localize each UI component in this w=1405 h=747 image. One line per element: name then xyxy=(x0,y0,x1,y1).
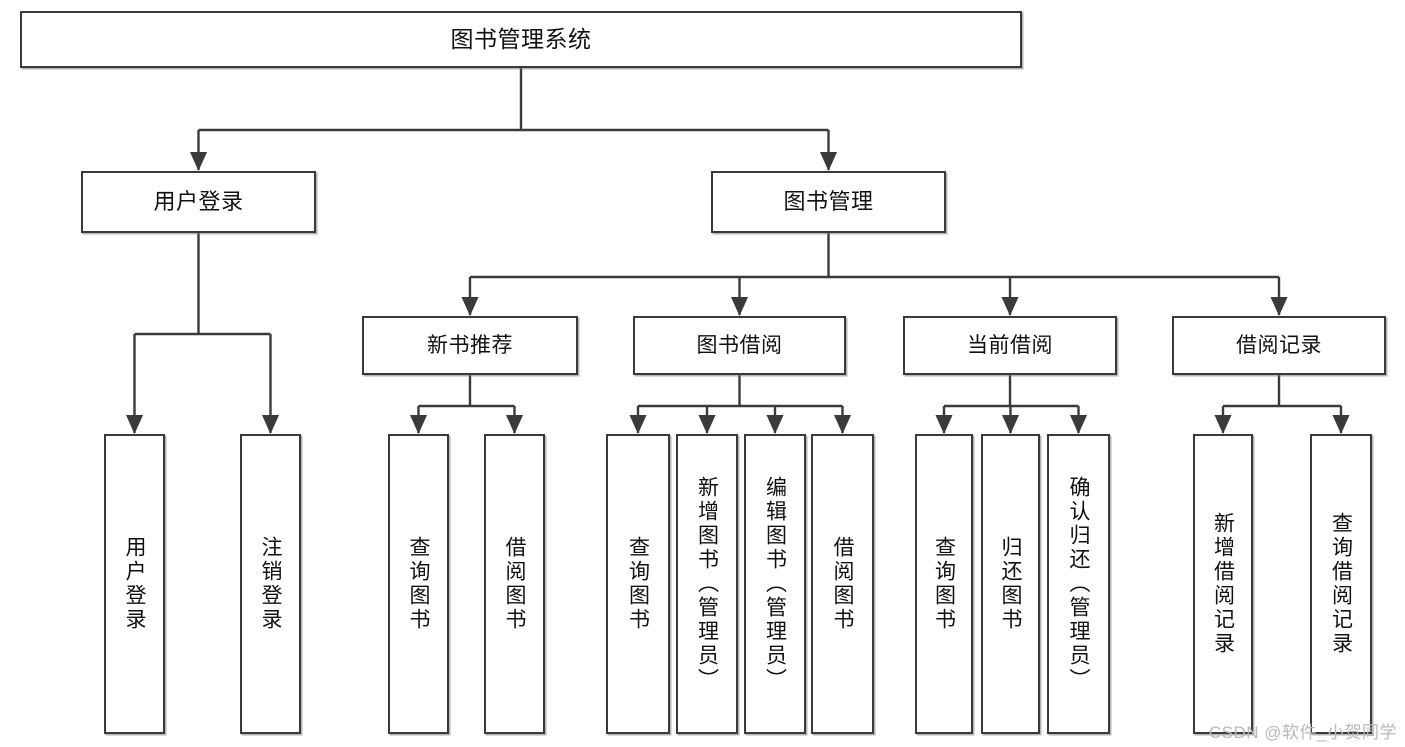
node-new-book-rec[interactable]: 新书推荐 xyxy=(362,316,578,375)
node-leaf-borrow-book-1[interactable]: 借阅图书 xyxy=(484,434,545,734)
node-label: 新增图书（管理员） xyxy=(695,476,719,692)
node-label: 确认归还（管理员） xyxy=(1067,476,1090,692)
node-label: 用户登录 xyxy=(123,536,146,632)
node-label: 查询图书 xyxy=(626,536,650,632)
node-leaf-borrow-book-2[interactable]: 借阅图书 xyxy=(811,434,874,734)
node-current-borrow[interactable]: 当前借阅 xyxy=(903,316,1117,375)
node-leaf-user-logout[interactable]: 注销登录 xyxy=(240,434,301,734)
node-label: 当前借阅 xyxy=(967,333,1053,357)
node-leaf-add-book[interactable]: 新增图书（管理员） xyxy=(676,434,738,734)
node-label: 借阅图书 xyxy=(831,536,854,632)
node-borrow-record[interactable]: 借阅记录 xyxy=(1172,316,1386,375)
node-leaf-user-login[interactable]: 用户登录 xyxy=(104,434,165,734)
node-book-manage[interactable]: 图书管理 xyxy=(711,171,946,233)
node-user-login[interactable]: 用户登录 xyxy=(81,171,316,233)
watermark: CSDN @软件_小贺同学 xyxy=(1208,723,1397,742)
node-leaf-query-book-2[interactable]: 查询图书 xyxy=(606,434,670,734)
node-label: 编辑图书（管理员） xyxy=(763,476,787,692)
node-leaf-query-book-1[interactable]: 查询图书 xyxy=(388,434,449,734)
node-label: 查询图书 xyxy=(407,536,430,632)
node-label: 用户登录 xyxy=(153,188,244,214)
node-label: 图书管理 xyxy=(783,188,874,214)
node-label: 查询借阅记录 xyxy=(1329,512,1353,656)
edge-paths xyxy=(125,68,1350,434)
node-label: 新增借阅记录 xyxy=(1211,512,1235,656)
node-leaf-confirm-return[interactable]: 确认归还（管理员） xyxy=(1047,434,1110,734)
node-leaf-add-record[interactable]: 新增借阅记录 xyxy=(1193,434,1253,734)
node-label: 查询图书 xyxy=(932,536,956,632)
node-leaf-return-book[interactable]: 归还图书 xyxy=(981,434,1040,734)
node-book-borrow[interactable]: 图书借阅 xyxy=(633,316,846,375)
node-label: 图书管理系统 xyxy=(450,25,592,52)
node-label: 归还图书 xyxy=(999,536,1022,632)
node-leaf-query-record[interactable]: 查询借阅记录 xyxy=(1310,434,1372,734)
node-label: 注销登录 xyxy=(259,536,282,632)
node-label: 借阅图书 xyxy=(503,536,526,632)
node-root[interactable]: 图书管理系统 xyxy=(20,11,1022,68)
node-label: 新书推荐 xyxy=(427,333,513,357)
node-label: 借阅记录 xyxy=(1236,333,1322,357)
node-leaf-edit-book[interactable]: 编辑图书（管理员） xyxy=(744,434,806,734)
node-leaf-query-book-3[interactable]: 查询图书 xyxy=(915,434,973,734)
node-label: 图书借阅 xyxy=(696,333,783,357)
